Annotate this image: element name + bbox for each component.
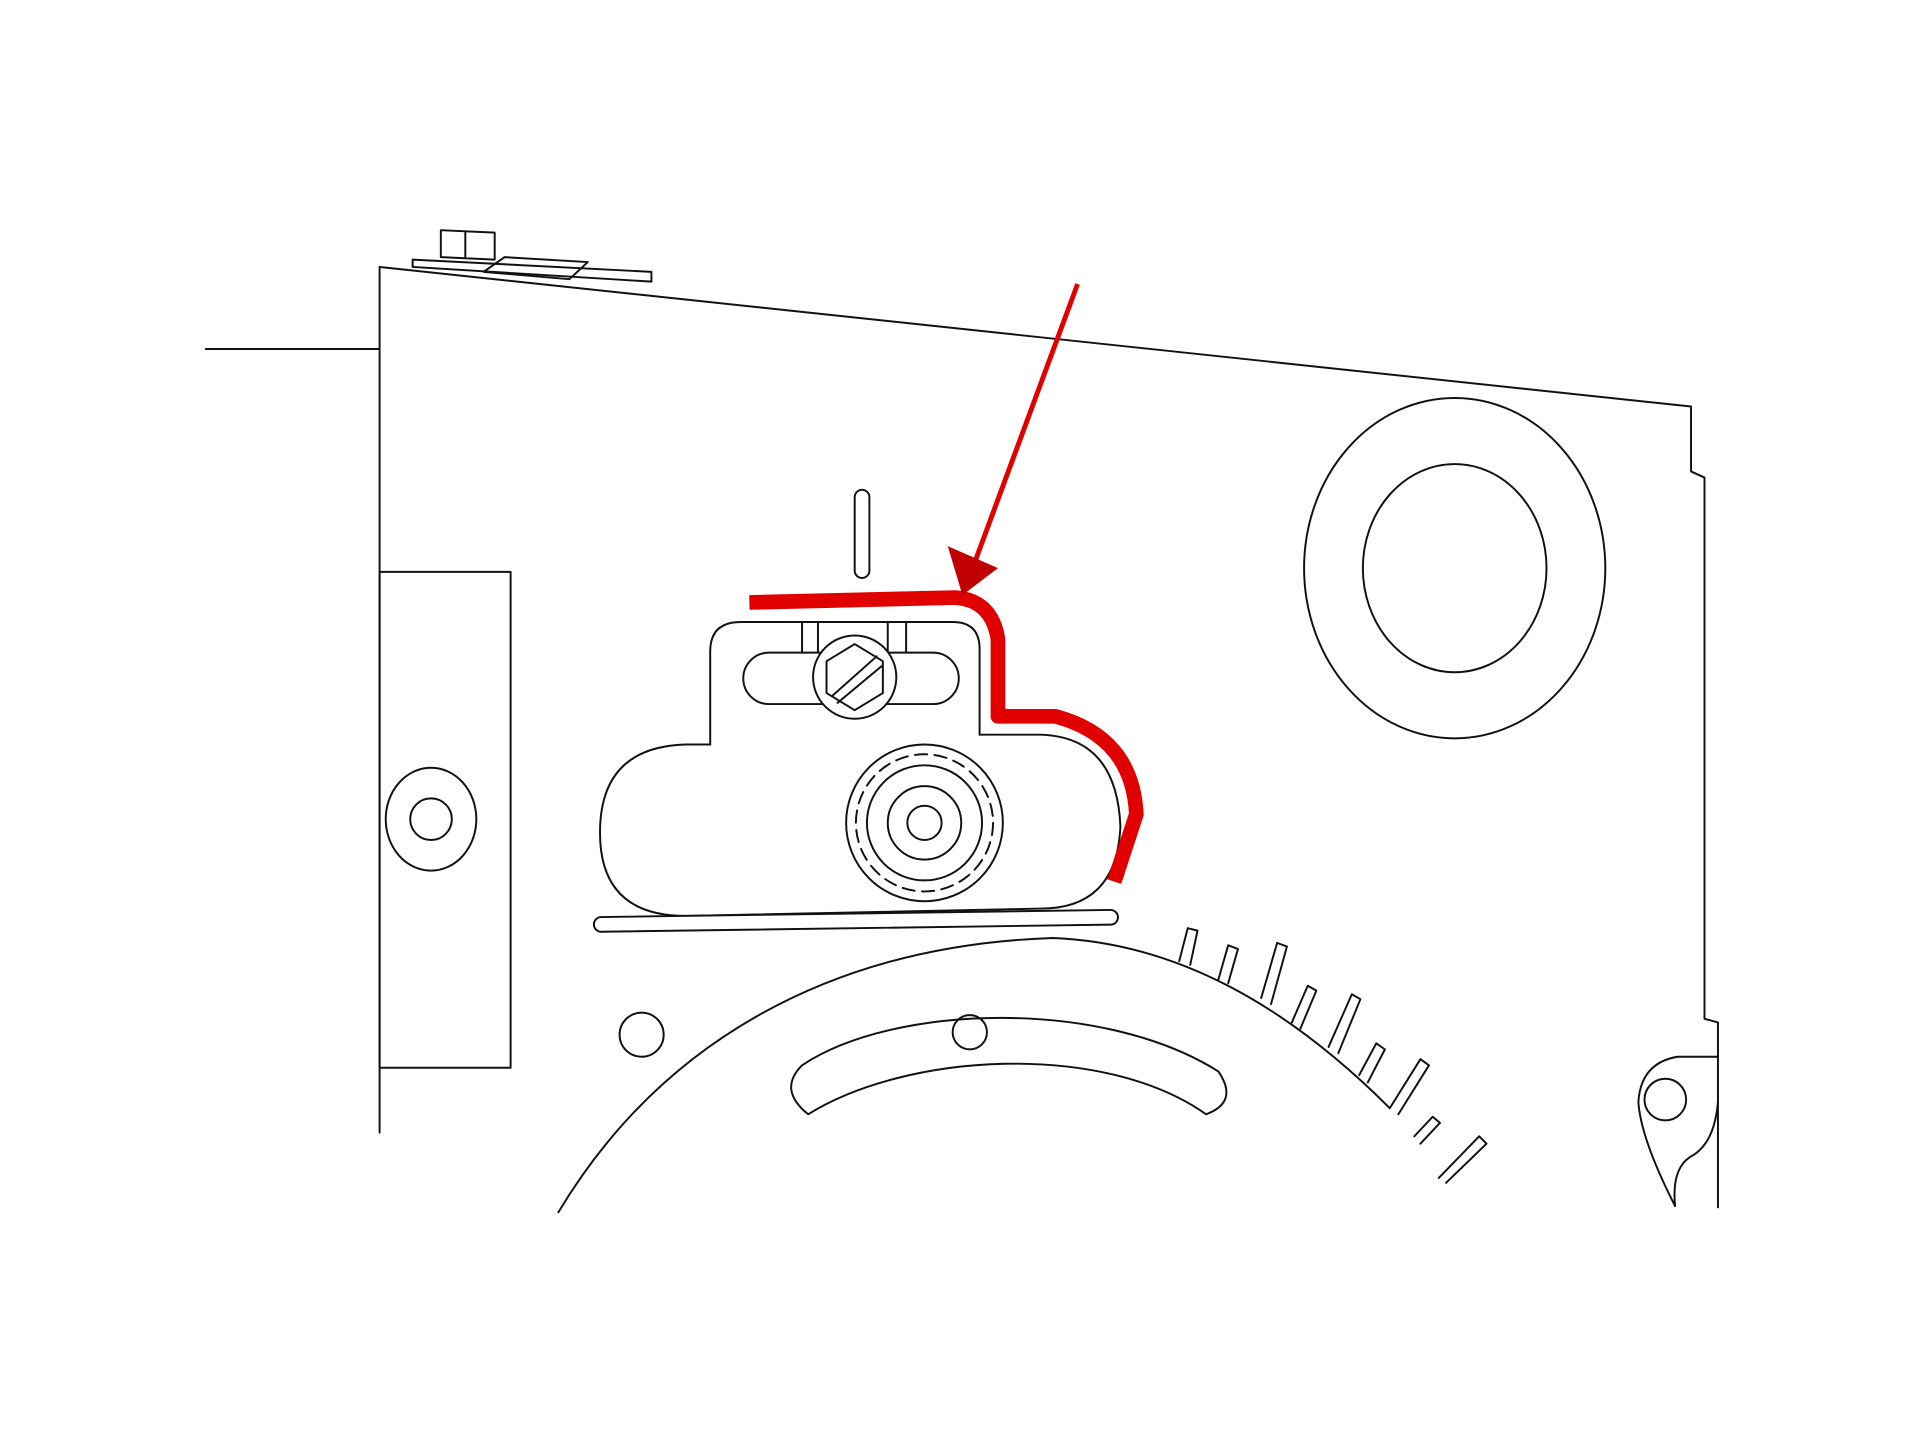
idler-gear <box>845 743 1004 903</box>
drive-wheel <box>557 927 1488 1214</box>
arrow-pointer-icon <box>947 283 1080 596</box>
hex-bolt <box>812 634 898 720</box>
ring-boss <box>1303 396 1607 740</box>
top-clip <box>411 229 653 283</box>
mount-lug <box>1637 1055 1719 1208</box>
vertical-slot <box>853 488 871 579</box>
belt-routing-highlight <box>749 590 1144 884</box>
housing-plate <box>204 265 1719 1209</box>
left-bracket <box>378 570 512 1069</box>
guide-bar <box>592 908 1119 933</box>
